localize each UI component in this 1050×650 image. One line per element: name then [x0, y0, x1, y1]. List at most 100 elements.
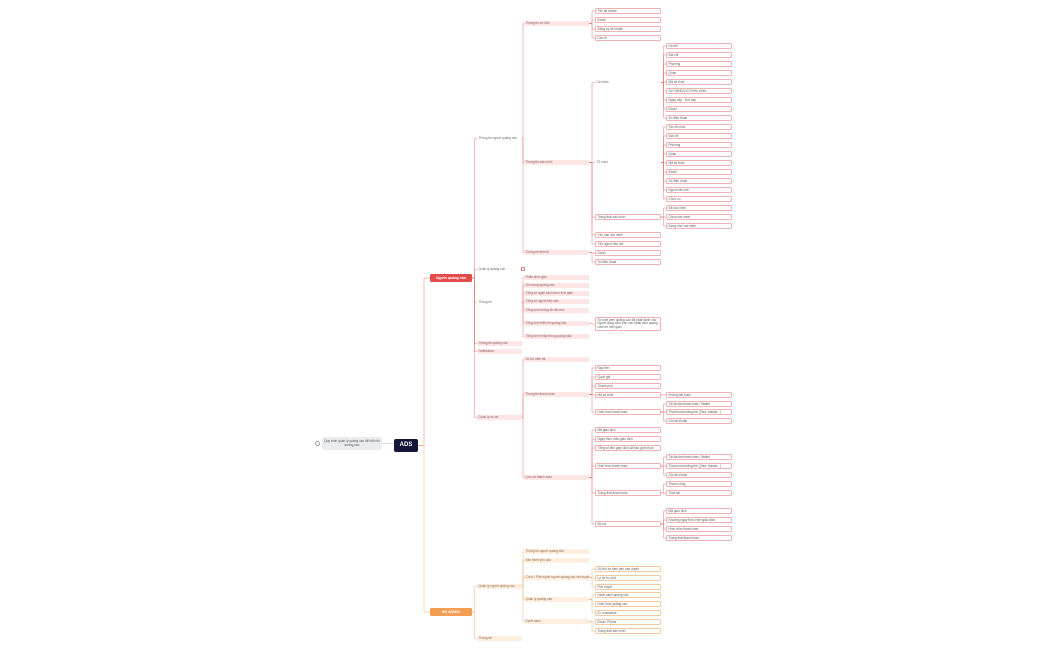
node-nodes-n89[interactable]: Email, Phone	[595, 619, 661, 625]
node-nodes-n29[interactable]: Trạng thái xác minh	[595, 214, 661, 220]
node-branches-advertiser[interactable]: Người quảng cáo	[430, 274, 472, 282]
node-nodes-n54[interactable]: Thành phố	[595, 383, 661, 389]
node-nodes-n18[interactable]: Địa chỉ	[666, 133, 732, 139]
node-nodes-n26[interactable]: Người liên kết	[666, 187, 732, 193]
node-nodes-n50[interactable]: Số dư hiện tại	[524, 357, 589, 362]
node-nodes-n17[interactable]: Tên tổ chức	[666, 124, 732, 130]
node-nodes-n71[interactable]: Thất bại	[666, 490, 732, 496]
node-nodes-n7[interactable]: Họ tên	[666, 43, 732, 49]
node-nodes-n28[interactable]: Đã xác minh	[666, 205, 732, 211]
node-nodes-n44[interactable]: Tổng lượt hiển thị quảng cáo	[524, 321, 589, 326]
node-nodes-n73[interactable]: Mã giao dịch	[666, 508, 732, 514]
node-nodes-n82[interactable]: Lý do từ chối	[595, 575, 661, 581]
node-nodes-n88[interactable]: Danh sách	[524, 619, 589, 624]
node-nodes-n47[interactable]: Thống kê quảng cáo	[477, 341, 522, 346]
node-nodes-n42[interactable]: Tổng số người tiếp cận	[524, 299, 589, 304]
node-nodes-n75[interactable]: Hình thức thanh toán	[666, 526, 732, 532]
node-nodes-n70[interactable]: Thành công	[666, 481, 732, 487]
node-nodes-n34[interactable]: Thông tin liên hệ	[524, 250, 589, 255]
node-nodes-n46[interactable]: Tổng lượt nhấp trong quảng cáo	[524, 334, 589, 339]
node-nodes-n85[interactable]: Danh sách quảng cáo	[595, 592, 661, 598]
node-nodes-n31[interactable]: Đang chờ xác minh	[666, 223, 732, 229]
node-nodes-n36[interactable]: Số điện thoại	[595, 259, 661, 265]
node-nodes-n24[interactable]: Email	[666, 169, 732, 175]
node-nodes-n2[interactable]: Thông tin cơ bản	[524, 21, 589, 26]
node-nodes-n81[interactable]: Số thứ tự theo yêu cầu duyệt	[595, 566, 661, 572]
node-nodes-n52[interactable]: Nạp tiền	[595, 365, 661, 371]
node-nodes-n51[interactable]: Thông tin thanh toán	[524, 392, 589, 397]
node-nodes-n32[interactable]: Yêu cầu xác minh	[595, 232, 661, 238]
node-nodes-n64[interactable]: Tổng số tiền giao dịch đã bao gồm thuế	[595, 445, 661, 451]
node-nodes-n76[interactable]: Trạng thái thanh toán	[666, 535, 732, 541]
node-nodes-n48[interactable]: Notification	[477, 349, 522, 354]
node-nodes-n69[interactable]: Trạng thái thanh toán	[595, 490, 661, 496]
node-nodes-n27[interactable]: Chức vụ	[666, 196, 732, 202]
node-nodes-n12[interactable]: Mã số thuế	[666, 79, 732, 85]
node-nodes-n49[interactable]: Quản lý số dư	[477, 415, 522, 420]
node-branches-admin[interactable]: BE ADMIN	[430, 608, 472, 616]
node-nodes-n57[interactable]: Hình thức thanh toán	[595, 409, 661, 415]
node-nodes-n21[interactable]: Thông tin xác minh	[524, 160, 589, 165]
node-nodes-n56[interactable]: Không bắt buộc	[666, 392, 732, 398]
node-nodes-n79[interactable]: Xác minh yêu cầu	[524, 558, 589, 563]
root-node[interactable]: ADS	[394, 439, 418, 452]
node-nodes-n62[interactable]: Mã giao dịch	[595, 427, 661, 433]
node-nodes-n35[interactable]: Email	[595, 250, 661, 256]
node-nodes-n74[interactable]: Khoảng ngày thực hiện giao dịch	[666, 517, 732, 523]
node-nodes-n40[interactable]: Số lượng quảng cáo	[524, 283, 589, 288]
node-nodes-n41[interactable]: Tổng số ngân sách theo thời gian	[524, 291, 589, 296]
node-nodes-n53[interactable]: Quốc gia	[595, 374, 661, 380]
node-nodes-n11[interactable]: Cá nhân	[596, 80, 609, 84]
node-nodes-n61[interactable]: Lịch sử thanh toán	[524, 475, 589, 480]
node-nodes-n25[interactable]: Số điện thoại	[666, 178, 732, 184]
node-nodes-n86[interactable]: Hình thức quảng cáo	[595, 601, 661, 607]
node-nodes-n33[interactable]: Tên người liên kết	[595, 241, 661, 247]
description-node[interactable]: Quy trình quản lý quảng cáo để hiển thị …	[322, 437, 382, 450]
node-nodes-n9[interactable]: Phường	[666, 61, 732, 67]
node-nodes-n5[interactable]: Đăng ký tài khoản	[595, 26, 661, 32]
node-nodes-n60[interactable]: Ghi tài khoản	[666, 418, 732, 424]
node-nodes-n58[interactable]: Tài khoản thanh toán / Wallet	[666, 401, 732, 407]
node-nodes-n67[interactable]: Thanh toán bằng thẻ (Visa, master...)	[666, 463, 732, 469]
node-nodes-n1[interactable]: Thông tin người quảng cáo	[478, 136, 517, 140]
connector-n16	[661, 82, 666, 119]
node-nodes-n63[interactable]: Ngày thực hiện giao dịch	[595, 436, 661, 442]
node-nodes-n45[interactable]: Số lượt xem quảng cáo đã phát dành cho n…	[595, 317, 661, 331]
node-nodes-n38[interactable]: Thống kê	[478, 300, 492, 304]
node-nodes-n43[interactable]: Tổng lượt lượng tin đã xem	[524, 308, 589, 313]
node-nodes-n84[interactable]: Quản lý quảng cáo	[524, 597, 589, 602]
node-nodes-n4[interactable]: Email	[595, 17, 661, 23]
node-nodes-n23[interactable]: Mã số thuế	[666, 160, 732, 166]
node-nodes-n22[interactable]: Tổ chức	[596, 160, 609, 164]
node-nodes-n91[interactable]: Thống kê	[477, 636, 522, 641]
node-nodes-n65[interactable]: Hình thức thanh toán	[595, 463, 661, 469]
node-nodes-n13[interactable]: Số CMND/CCCD/Hộ chiếu	[666, 88, 732, 94]
connector-n60	[661, 411, 666, 422]
node-nodes-n77[interactable]: Quản lý người quảng cáo	[477, 584, 522, 589]
node-nodes-n6[interactable]: Cấu lệ	[595, 35, 661, 41]
node-nodes-n16[interactable]: Số điện thoại	[666, 115, 732, 121]
node-nodes-n19[interactable]: Phường	[666, 142, 732, 148]
node-nodes-n8[interactable]: Địa chỉ	[666, 52, 732, 58]
node-nodes-n37[interactable]: Quản lý quảng cáo	[478, 267, 506, 271]
node-nodes-n68[interactable]: Ghi tài khoản	[666, 472, 732, 478]
node-nodes-n55[interactable]: Mã số thuế	[595, 392, 661, 398]
node-nodes-n87[interactable]: ID, username	[595, 610, 661, 616]
node-nodes-n30[interactable]: Chưa xác minh	[666, 214, 732, 220]
node-nodes-n90[interactable]: Trạng thái xác minh	[595, 628, 661, 634]
node-nodes-n15[interactable]: Email	[666, 106, 732, 112]
collapse-toggle-icon[interactable]	[315, 441, 320, 446]
node-nodes-n3[interactable]: Tên tài khoản	[595, 8, 661, 14]
node-nodes-n14[interactable]: Ngày cấp - Nơi cấp	[666, 97, 732, 103]
node-nodes-n59[interactable]: Thanh toán bằng thẻ (Visa, master...)	[666, 409, 732, 415]
node-nodes-n72[interactable]: Bộ lọc	[595, 521, 661, 527]
node-nodes-n39[interactable]: Phân khúc giới	[524, 275, 589, 280]
node-nodes-n10[interactable]: Quận	[666, 70, 732, 76]
node-nodes-n78[interactable]: Thông tin người quảng cáo	[524, 549, 589, 554]
node-nodes-n20[interactable]: Quận	[666, 151, 732, 157]
node-nodes-n83[interactable]: Phê duyệt	[595, 584, 661, 590]
connector-n11	[589, 82, 595, 163]
expand-toggle-icon[interactable]	[521, 267, 525, 271]
node-nodes-n66[interactable]: Tài khoản thanh toán / Wallet	[666, 454, 732, 460]
node-nodes-n80[interactable]: Chức / Phê duyệt người quảng cáo xét duy…	[524, 575, 589, 580]
